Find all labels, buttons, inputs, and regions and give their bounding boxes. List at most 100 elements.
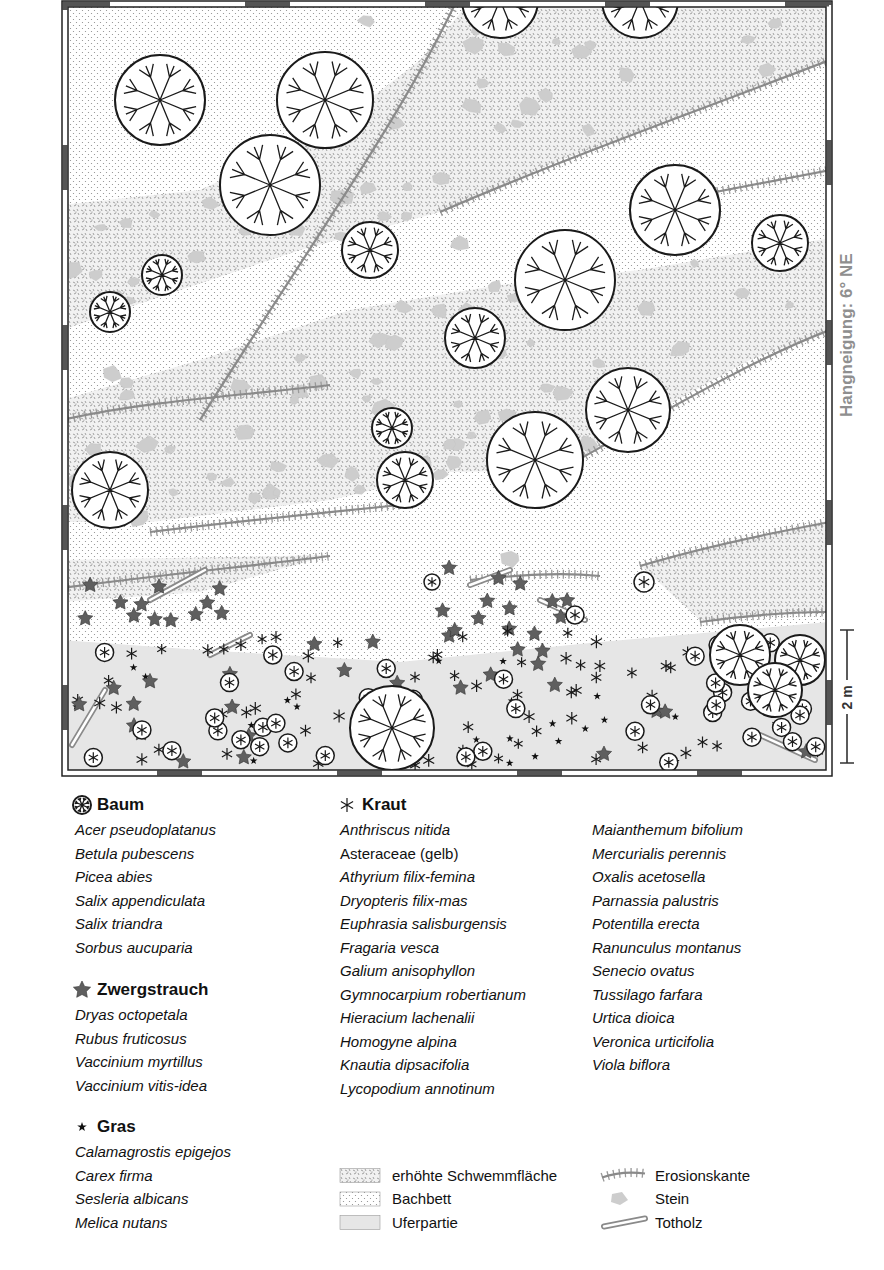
sapling-circle	[96, 643, 114, 661]
sapling-circle	[267, 714, 285, 732]
species-name: Galium anisophyllon	[340, 962, 475, 980]
tree-crown	[115, 55, 205, 145]
shrub-symbol	[188, 606, 203, 621]
species-name: Viola biflora	[592, 1056, 670, 1074]
species-name: Carex firma	[75, 1167, 153, 1185]
herb-symbol	[137, 753, 148, 765]
shrub-symbol	[535, 643, 550, 658]
bank-swatch	[340, 1216, 380, 1230]
species-name: Mercurialis perennis	[592, 845, 726, 863]
tree-symbol	[115, 55, 205, 145]
tree-branches	[80, 460, 141, 521]
stone	[446, 456, 462, 470]
stone	[357, 16, 374, 27]
tree-crown	[377, 452, 433, 508]
stone	[444, 439, 456, 449]
frame-inner	[68, 7, 826, 770]
species-name: Anthriscus nitida	[340, 821, 450, 839]
shrub-symbol	[442, 560, 457, 575]
tree-crown	[342, 222, 398, 278]
erosion-ticks	[68, 385, 330, 420]
deadwood-inner	[470, 570, 510, 585]
tree-symbol	[515, 230, 615, 330]
tree-crown	[630, 165, 720, 255]
grass-symbol	[549, 720, 557, 727]
species-name: Salix appendiculata	[75, 892, 205, 910]
stone	[511, 120, 524, 128]
frame-ticks	[65, 4, 829, 773]
herb-symbol	[471, 680, 482, 692]
tree-crown	[586, 368, 670, 452]
stone	[527, 339, 535, 346]
herb-symbol	[423, 754, 434, 767]
erosion-ticks	[150, 505, 400, 532]
sapling-circle	[495, 670, 513, 688]
tree-symbol	[602, 7, 678, 38]
deadwood-outline	[604, 1219, 645, 1227]
herb-symbol	[333, 638, 342, 648]
grass-symbol	[293, 703, 301, 710]
stone	[94, 224, 107, 230]
herb-symbol	[499, 674, 508, 685]
tree-symbol	[277, 52, 373, 148]
species-name: Betula pubescens	[75, 845, 194, 863]
scale-label: 2 m	[839, 685, 856, 709]
erosion-ticks	[700, 170, 826, 195]
herb-symbol	[563, 628, 572, 638]
erosion-edge	[700, 170, 826, 195]
erosion-edge	[68, 385, 330, 420]
herb-symbol	[591, 635, 602, 648]
herb-symbol	[203, 644, 213, 656]
tree-crown	[372, 408, 412, 448]
herb-symbol	[210, 713, 219, 724]
shrub-symbol	[126, 608, 141, 622]
herb-symbol	[219, 644, 228, 655]
legend-text: Totholz	[655, 1214, 703, 1232]
tree-crown	[515, 230, 615, 330]
grass-symbol	[581, 725, 589, 732]
shrub-symbol	[527, 626, 542, 641]
species-name: Fragaria vesca	[340, 939, 439, 957]
raised-alluvial-area	[68, 238, 826, 522]
herb-symbol	[595, 660, 606, 672]
species-name: Dryas octopetala	[75, 1006, 188, 1024]
stone	[768, 19, 782, 29]
tree-symbol	[142, 255, 182, 295]
shrub-symbol	[453, 680, 468, 695]
stone	[463, 37, 484, 54]
tree-branches	[594, 376, 661, 443]
bank-area	[68, 622, 826, 770]
legend-text: Uferpartie	[392, 1214, 458, 1232]
stone	[741, 36, 756, 44]
stone	[207, 473, 217, 481]
stone	[467, 432, 476, 439]
sapling-circle	[232, 731, 250, 749]
herb-symbol	[271, 631, 282, 643]
stone	[271, 462, 287, 472]
species-name: Acer pseudoplatanus	[75, 821, 216, 839]
stone	[349, 369, 361, 378]
stone-sample	[611, 1192, 628, 1205]
tree-branches	[610, 7, 671, 31]
herb-symbol	[513, 689, 523, 700]
shrub-symbol	[547, 677, 562, 692]
species-name: Maianthemum bifolium	[592, 821, 743, 839]
herb-symbol	[306, 672, 315, 683]
herb-symbol	[811, 741, 820, 752]
tree-symbol	[586, 368, 670, 452]
stone	[638, 301, 655, 315]
stone	[498, 43, 515, 56]
grass-symbol	[473, 736, 481, 743]
tree-crown	[73, 796, 91, 814]
stone	[593, 359, 605, 368]
shrub-symbol	[365, 634, 380, 649]
species-name: Calamagrostis epigejos	[75, 1143, 231, 1161]
sapling-circle	[743, 728, 761, 746]
species-name: Rubus fruticosus	[75, 1030, 187, 1048]
erosion-ticks	[700, 612, 826, 622]
sapling-circle	[807, 738, 825, 756]
tree-branches	[75, 798, 89, 812]
species-name: Melica nutans	[75, 1214, 168, 1232]
species-name: Knautia dipsacifolia	[340, 1056, 469, 1074]
species-name: Veronica urticifolia	[592, 1033, 714, 1051]
